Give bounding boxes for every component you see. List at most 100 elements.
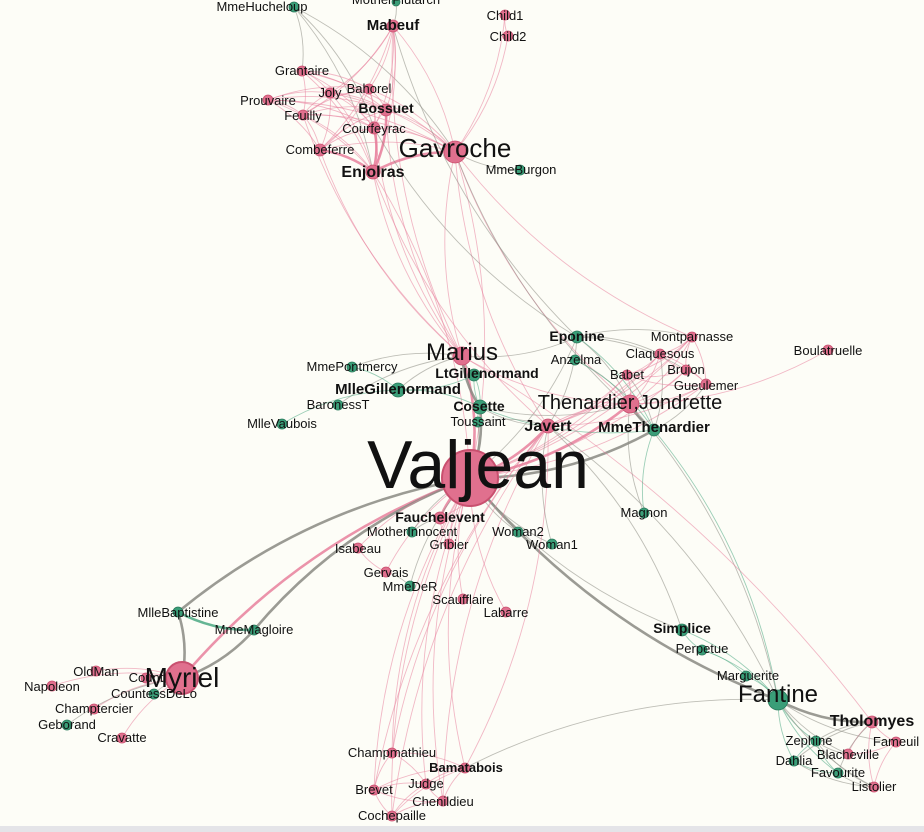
- node-judge[interactable]: [420, 778, 432, 790]
- node-scaufflaire[interactable]: [457, 593, 469, 605]
- node-blacheville[interactable]: [842, 748, 854, 760]
- node-count[interactable]: [140, 672, 152, 684]
- edge-cosette-thenardierjondrette: [479, 403, 631, 416]
- node-zephine[interactable]: [810, 735, 822, 747]
- node-dahlia[interactable]: [788, 755, 800, 767]
- node-claquesous[interactable]: [654, 348, 666, 360]
- node-cosette[interactable]: [472, 399, 488, 415]
- edge-gavroche-feuilly: [302, 114, 456, 153]
- node-motherinnocent[interactable]: [406, 526, 418, 538]
- node-gervais[interactable]: [380, 566, 392, 578]
- node-baronesst[interactable]: [332, 399, 344, 411]
- node-simplice[interactable]: [675, 623, 689, 637]
- node-label-motherinnocent: MotherInnocent: [367, 524, 458, 539]
- node-woman1[interactable]: [546, 538, 558, 550]
- node-brevet[interactable]: [368, 784, 380, 796]
- node-gribier[interactable]: [443, 538, 455, 550]
- edge-enjolras-prouvaire: [267, 99, 374, 173]
- edge-gavroche-grantaire: [301, 70, 456, 153]
- node-mmeburgon[interactable]: [514, 164, 526, 176]
- node-tholomyes[interactable]: [865, 715, 879, 729]
- edge-valjean-enjolras: [372, 171, 471, 479]
- node-brujon[interactable]: [680, 364, 692, 376]
- edge-cosette-mllegillenormand: [397, 389, 481, 408]
- edge-combeferre-mabeuf: [319, 25, 394, 151]
- node-cravatte[interactable]: [116, 732, 128, 744]
- node-gueulemer[interactable]: [700, 378, 712, 390]
- node-label-chenildieu: Chenildieu: [412, 794, 473, 809]
- node-boulatruelle[interactable]: [822, 344, 834, 356]
- node-label-combeferre: Combeferre: [286, 142, 355, 157]
- node-listolier[interactable]: [868, 781, 880, 793]
- node-valjean[interactable]: [441, 449, 499, 507]
- node-mmethenardier[interactable]: [647, 423, 661, 437]
- node-child2[interactable]: [502, 30, 514, 42]
- node-courfeyrac[interactable]: [367, 121, 381, 135]
- edge-mabeuf-eponine: [392, 25, 578, 338]
- node-mllevaubois[interactable]: [276, 418, 288, 430]
- edge-grantaire-mmehucheloup: [293, 6, 304, 72]
- node-ltgillenormand[interactable]: [467, 368, 481, 382]
- node-javert[interactable]: [540, 418, 556, 434]
- node-favourite[interactable]: [832, 767, 844, 779]
- node-napoleon[interactable]: [46, 680, 58, 692]
- node-fantine[interactable]: [767, 689, 789, 711]
- edge-valjean-champmathieu: [391, 477, 471, 754]
- node-label-child1: Child1: [487, 8, 524, 23]
- node-myriel[interactable]: [165, 661, 199, 695]
- node-marius[interactable]: [452, 346, 472, 366]
- node-toussaint[interactable]: [472, 416, 484, 428]
- node-babet[interactable]: [621, 369, 633, 381]
- node-mmehucheloup[interactable]: [288, 1, 300, 13]
- node-chenildieu[interactable]: [437, 795, 449, 807]
- node-label-magnon: Magnon: [621, 505, 668, 520]
- node-geborand[interactable]: [61, 719, 73, 731]
- node-thenardierjondrette[interactable]: [620, 394, 640, 414]
- node-montparnasse[interactable]: [686, 331, 698, 343]
- node-cochepaille[interactable]: [386, 810, 398, 822]
- edge-courfeyrac-feuilly: [302, 114, 375, 129]
- node-isabeau[interactable]: [352, 542, 364, 554]
- edge-bahorel-feuilly: [302, 88, 370, 116]
- node-mabeuf[interactable]: [386, 19, 400, 33]
- node-label-gueulemer: Gueulemer: [674, 378, 739, 393]
- node-feuilly[interactable]: [297, 109, 309, 121]
- node-gavroche[interactable]: [443, 140, 467, 164]
- node-mllebaptistine[interactable]: [172, 606, 184, 618]
- node-mllegillenormand[interactable]: [390, 382, 406, 398]
- node-prouvaire[interactable]: [262, 94, 274, 106]
- edge-feuilly-mabeuf: [302, 25, 394, 116]
- node-labarre[interactable]: [500, 606, 512, 618]
- node-perpetue[interactable]: [696, 644, 708, 656]
- node-mmemagloire[interactable]: [248, 624, 260, 636]
- node-grantaire[interactable]: [296, 65, 308, 77]
- node-fameuil[interactable]: [890, 736, 902, 748]
- node-countessdelo[interactable]: [148, 688, 160, 700]
- edge-mmethenardier-magnon: [641, 429, 655, 514]
- node-mmepontmercy[interactable]: [346, 361, 358, 373]
- edge-tholomyes-marius: [461, 355, 873, 723]
- node-magnon[interactable]: [638, 507, 650, 519]
- node-woman2[interactable]: [512, 526, 524, 538]
- node-motherplutarch[interactable]: [391, 0, 401, 7]
- node-bossuet[interactable]: [379, 103, 393, 117]
- node-joly[interactable]: [324, 87, 336, 99]
- node-eponine[interactable]: [570, 330, 584, 344]
- node-combeferre[interactable]: [313, 143, 327, 157]
- node-label-champtercier: Champtercier: [55, 701, 134, 716]
- node-label-fantine: Fantine: [738, 681, 818, 708]
- node-anzelma[interactable]: [569, 354, 581, 366]
- node-child1[interactable]: [499, 9, 511, 21]
- node-champmathieu[interactable]: [386, 747, 398, 759]
- node-oldman[interactable]: [90, 665, 102, 677]
- edge-gavroche-mabeuf: [392, 25, 456, 153]
- node-marguerite[interactable]: [740, 670, 752, 682]
- node-bamatabois[interactable]: [459, 762, 471, 774]
- edge-thenardierjondrette-boulatruelle: [629, 349, 829, 405]
- node-mmeder[interactable]: [404, 580, 416, 592]
- node-fauchelevent[interactable]: [433, 511, 447, 525]
- node-enjolras[interactable]: [365, 164, 381, 180]
- node-bahorel[interactable]: [363, 83, 375, 95]
- node-label-ltgillenormand: LtGillenormand: [435, 365, 538, 381]
- node-champtercier[interactable]: [88, 703, 100, 715]
